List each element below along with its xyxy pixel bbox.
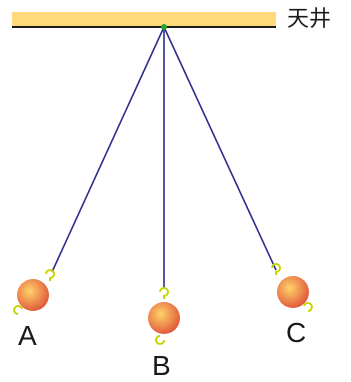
ball-b [148,302,180,334]
ball-a [17,279,49,311]
label-a: A [18,320,37,351]
string-c [163,26,277,271]
hook-top-c [271,263,281,275]
hook-bottom-c [303,302,313,312]
hook-top-b [159,287,169,299]
ceiling-bar [12,12,276,26]
hook-bottom-b [155,335,165,345]
ceiling-label: 天井 [287,7,332,32]
pendulum-c [271,263,313,312]
pivot-point [161,24,167,30]
pendulum-a [13,269,55,315]
label-b: B [152,350,171,381]
ball-c [277,276,309,308]
string-a [51,26,165,273]
hook-top-a [45,269,55,281]
hook-bottom-a [13,305,23,315]
pendulum-b [148,287,180,345]
label-c: C [286,317,307,348]
